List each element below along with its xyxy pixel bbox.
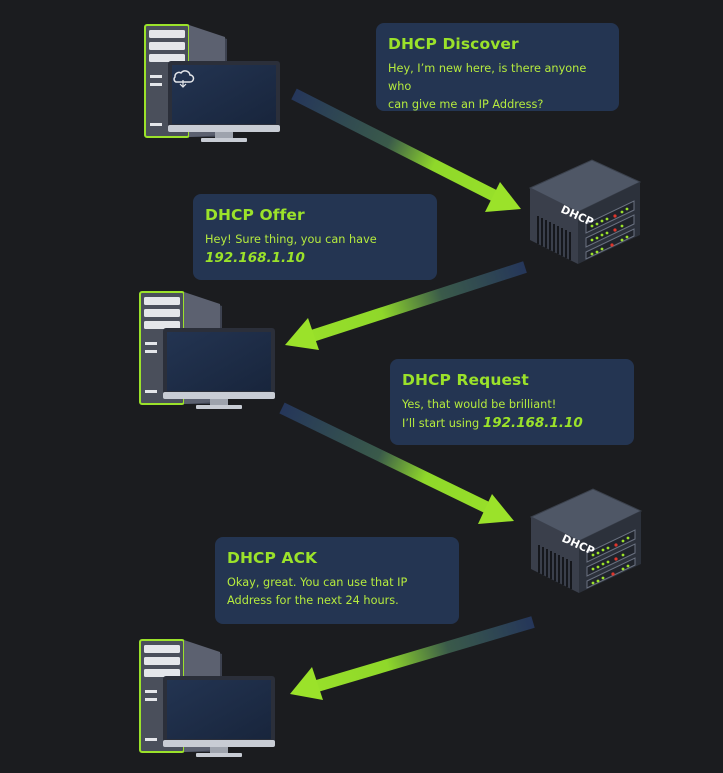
client-computer-icon [144,24,281,143]
step-text-line: Hey! Sure thing, you can have [205,233,377,246]
arrow-ack [290,616,535,700]
dhcp-server-icon: DHCP [530,488,642,594]
step-title: DHCP ACK [227,549,318,567]
cloud-icon [173,70,195,88]
bubble-dhcp-offer: DHCP Offer Hey! Sure thing, you can have… [193,194,437,280]
step-text-line: Yes, that would be brilliant! [402,398,557,411]
arrow-offer [285,261,527,350]
step-text-line: can give me an IP Address? [388,98,544,111]
step-text-line: Okay, great. You can use that IP [227,576,408,589]
arrow-request [279,402,514,524]
step-text: Yes, that would be brilliant! I’ll start… [402,396,622,433]
step-text: Hey, I’m new here, is there anyone who c… [388,60,607,114]
client-computer-icon [139,639,276,758]
step-text: Okay, great. You can use that IP Address… [227,574,447,610]
step-title: DHCP Offer [205,206,305,224]
step-title: DHCP Request [402,371,529,389]
bubble-dhcp-ack: DHCP ACK Okay, great. You can use that I… [215,537,459,624]
dhcp-server-icon: DHCP [529,159,641,265]
step-text-line: Hey, I’m new here, is there anyone who [388,62,587,93]
step-text-line: Address for the next 24 hours. [227,594,399,607]
bubble-dhcp-discover: DHCP Discover Hey, I’m new here, is ther… [376,23,619,111]
bubble-dhcp-request: DHCP Request Yes, that would be brillian… [390,359,634,445]
step-text: Hey! Sure thing, you can have 192.168.1.… [205,231,425,267]
ip-address: 192.168.1.10 [205,250,305,266]
client-computer-icon [139,291,276,410]
step-text-line: I’ll start using 192.168.1.10 [402,414,622,433]
step-text-prefix: I’ll start using [402,417,480,430]
ip-address: 192.168.1.10 [482,415,583,431]
arrow-discover [291,88,521,212]
step-title: DHCP Discover [388,35,519,53]
